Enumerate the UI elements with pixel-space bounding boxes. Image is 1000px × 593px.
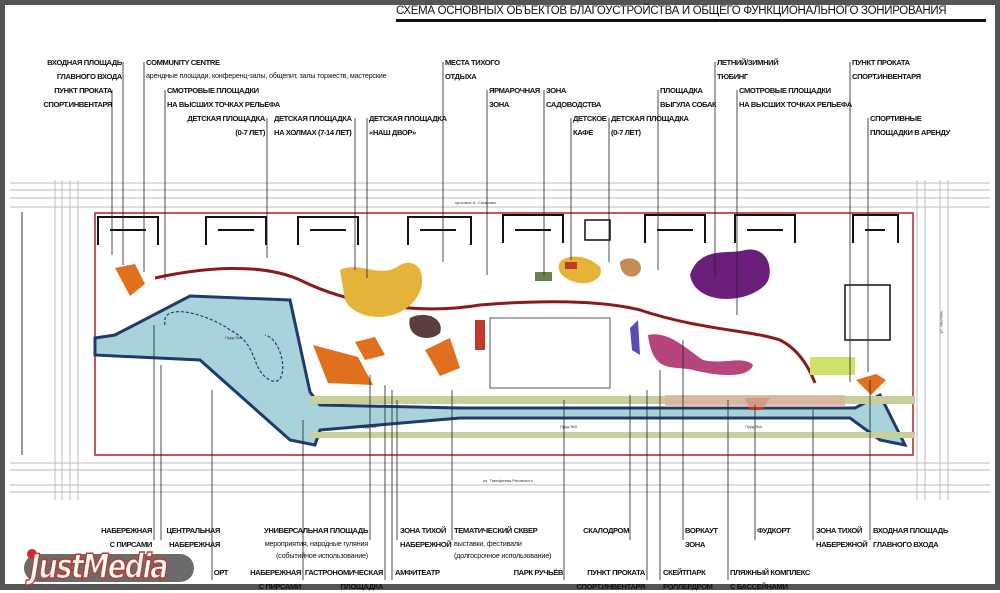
street-grid xyxy=(10,180,990,500)
pond-label-2: Пруд №2 xyxy=(360,424,377,429)
residential-buildings xyxy=(97,214,899,245)
street-label-bottom: ул. Тимофеева-Ресовского xyxy=(483,478,534,483)
logo-wordmark: JustMedia xyxy=(29,547,169,587)
justmedia-logo: JustMedia xyxy=(18,548,198,586)
embankment-strip xyxy=(310,396,915,404)
label-playground-nash-dvor: ДЕТСКАЯ ПЛОЩАДКА«НАШ ДВОР» xyxy=(369,114,447,137)
pond-label-1: Пруд №1 xyxy=(225,335,242,340)
boat-route xyxy=(164,311,284,382)
zone-shapes xyxy=(115,249,891,410)
label-playground-0-7-west: ДЕТСКАЯ ПЛОЩАДКА(0-7 ЛЕТ) xyxy=(187,114,265,137)
street-label-top: проспект А. Сахарова xyxy=(455,200,496,205)
leader-lines xyxy=(111,62,871,580)
main-path xyxy=(154,266,817,384)
label-playground-0-7-east: ДЕТСКАЯ ПЛОЩАДКА(0-7 ЛЕТ) xyxy=(611,114,689,137)
street-label-right: ул. Чкалова xyxy=(938,311,944,334)
label-stream-park: ПАРК РУЧЬЁВ xyxy=(513,568,564,577)
label-climbing-wall: СКАЛОДРОМ xyxy=(583,526,629,535)
label-amphitheatre: АМФИТЕАТР xyxy=(395,568,440,577)
water-ponds xyxy=(93,294,908,448)
pond-label-4: Пруд №4 xyxy=(745,424,762,429)
page-title: СХЕМА ОСНОВНЫХ ОБЪЕКТОВ БЛАГОУСТРОЙСТВА … xyxy=(396,5,986,22)
label-partial-hidden: ОРТ xyxy=(213,568,229,577)
label-foodcourt: ФУДКОРТ xyxy=(757,526,791,535)
pond-label-3: Пруд №3 xyxy=(560,424,577,429)
embankment-strip xyxy=(310,432,915,438)
